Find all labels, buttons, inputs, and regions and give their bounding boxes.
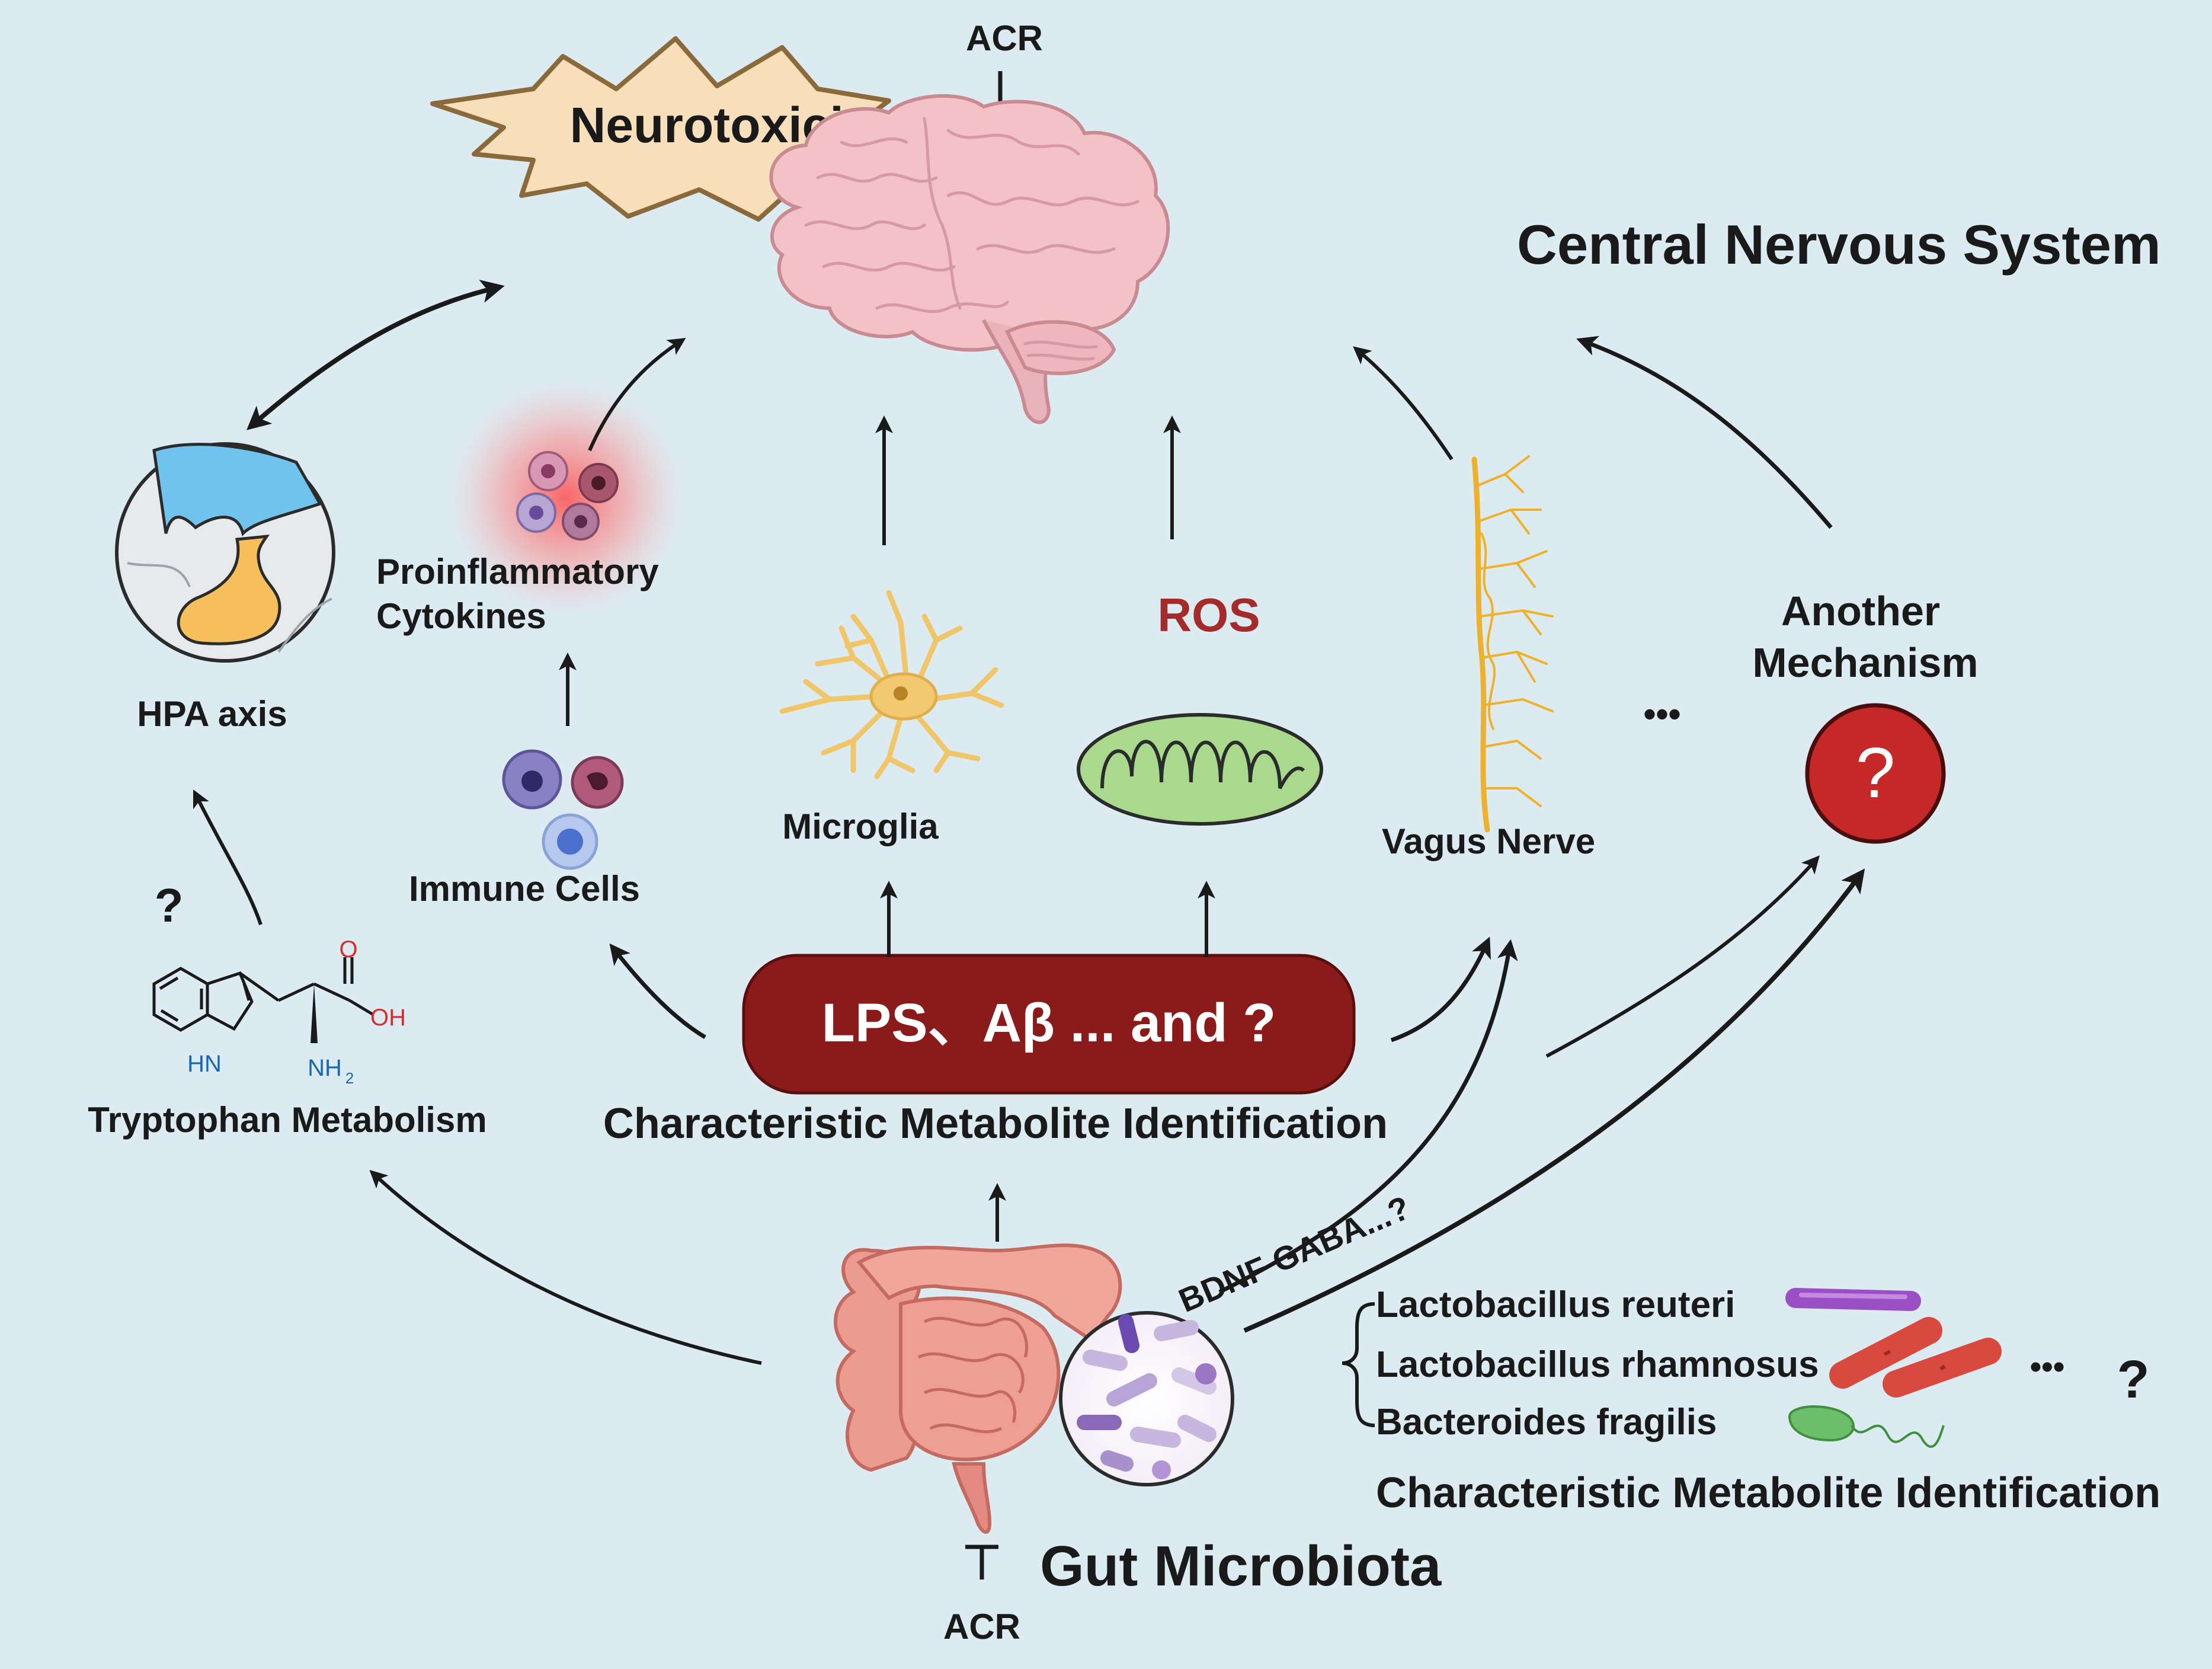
another-mechanism-label-line1: Another <box>1781 588 1940 634</box>
ellipsis-mechanisms: ••• <box>1643 694 1680 734</box>
gut-microbiota-label: Gut Microbiota <box>1040 1534 1442 1598</box>
arrow-hpa-brain <box>246 279 505 430</box>
bacteria-name-2: Lactobacillus rhamnosus <box>1376 1344 1819 1385</box>
lactobacillus-reuteri-icon <box>1785 1288 1921 1311</box>
hpa-axis-label: HPA axis <box>137 694 287 734</box>
microglia-icon <box>779 590 1004 779</box>
acr-bottom-label: ACR <box>943 1607 1020 1646</box>
ros-label: ROS <box>1157 589 1260 641</box>
arrow-gut-another <box>1243 868 1865 1333</box>
molecule-subscript: 2 <box>345 1069 354 1087</box>
brain-icon <box>769 94 1170 424</box>
tryptophan-molecule-icon <box>152 957 374 1032</box>
arrows <box>193 279 1865 1365</box>
inhibition-icon-bottom <box>965 1545 998 1580</box>
arrow-box-immune <box>609 943 706 1040</box>
bacteria-bracket <box>1342 1302 1375 1427</box>
bacteria-name-3: Bacteroides fragilis <box>1376 1402 1717 1443</box>
metabolite-box-label: LPS、Aβ ... and ? <box>822 993 1276 1053</box>
tryptophan-question: ? <box>155 879 184 932</box>
cytokines-icon <box>447 379 684 616</box>
wedge-bond <box>310 984 318 1043</box>
bacteroides-fragilis-icon <box>1788 1405 1945 1448</box>
arrow-cytokines-brain <box>588 338 686 452</box>
question-circle-icon: ? <box>1805 703 1946 844</box>
arrow-box-vagus <box>1390 936 1491 1043</box>
hpa-axis-icon <box>115 442 335 663</box>
microglia-label: Microglia <box>782 807 939 846</box>
arrow-another-brain <box>1576 335 1833 529</box>
bacteria-question: ? <box>2117 1350 2150 1409</box>
mitochondria-icon <box>1077 713 1323 826</box>
cytokines-label-line1: Proinflammatory <box>376 552 659 591</box>
bacteria-ellipsis: ••• <box>2030 1348 2065 1385</box>
cns-label: Central Nervous System <box>1517 213 2161 276</box>
question-mark: ? <box>1856 733 1896 813</box>
arrow-gut-vagus <box>1218 939 1518 1294</box>
vagus-nerve-label: Vagus Nerve <box>1382 821 1595 861</box>
molecule-oh: OH <box>370 1005 406 1031</box>
arrow-vagus-brain <box>1353 346 1454 461</box>
bacteria-name-1: Lactobacillus reuteri <box>1376 1284 1735 1325</box>
cytokines-label-line2: Cytokines <box>376 596 546 636</box>
acr-top-label: ACR <box>966 18 1043 58</box>
arrow-metabolite-another <box>1545 855 1820 1058</box>
immune-cells-label: Immune Cells <box>409 869 640 909</box>
metabolite-identification-label: Characteristic Metabolite Identification <box>603 1100 1388 1147</box>
molecule-nh: NH <box>308 1055 342 1081</box>
another-mechanism-label-line2: Mechanism <box>1752 640 1978 686</box>
vagus-nerve-icon <box>1471 455 1554 833</box>
tryptophan-label: Tryptophan Metabolism <box>88 1100 486 1140</box>
arrow-tryptophan-hpa <box>193 789 263 925</box>
lactobacillus-rhamnosus-icon <box>1829 1317 2002 1398</box>
bacteria-magnifier-icon <box>1059 1311 1234 1486</box>
arrow-gut-tryptophan <box>369 1169 762 1365</box>
metabolite-identification-label-2: Characteristic Metabolite Identification <box>1376 1469 2160 1517</box>
metabolite-box: LPS、Aβ ... and ? <box>742 954 1356 1095</box>
molecule-hn: HN <box>187 1051 222 1077</box>
molecule-o: O <box>339 936 357 963</box>
immune-cells-icon <box>502 749 624 870</box>
gut-icon <box>834 1243 1122 1534</box>
